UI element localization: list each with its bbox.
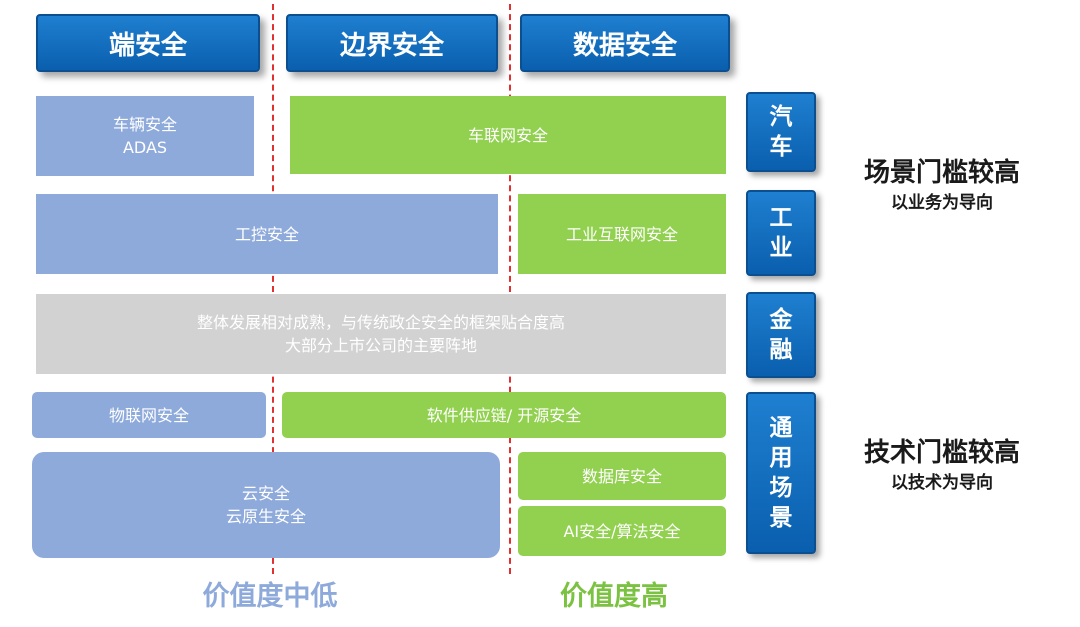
- box-vehicle-line-1: 车辆安全: [112, 115, 177, 134]
- box-iov-security: 车联网安全: [290, 96, 726, 174]
- header-perimeter-security: 边界安全: [286, 14, 498, 72]
- box-vehicle-line-2: ADAS: [122, 138, 168, 157]
- box-iov-label: 车联网安全: [467, 125, 548, 145]
- side-finance-char-2: 融: [769, 337, 793, 363]
- note-scene-title: 场景门槛较高: [863, 158, 1020, 188]
- side-industry-char-1: 工: [769, 205, 793, 231]
- box-supply-label: 软件供应链/ 开源安全: [426, 405, 582, 425]
- side-label-industry: 工 业: [746, 190, 816, 276]
- side-auto-char-2: 车: [769, 134, 793, 160]
- side-label-finance: 金 融: [746, 292, 816, 378]
- box-ai-label: AI安全/算法安全: [563, 521, 681, 541]
- note-scene-subtitle: 以业务为导向: [891, 193, 993, 213]
- note-tech-title: 技术门槛较高: [863, 438, 1020, 468]
- note-tech-subtitle: 以技术为导向: [891, 473, 993, 493]
- box-cloud-line-2: 云原生安全: [225, 507, 306, 526]
- side-general-char-2: 用: [769, 445, 793, 471]
- box-cloud-line-1: 云安全: [241, 484, 290, 503]
- side-general-char-3: 场: [769, 475, 793, 501]
- header-endpoint-security: 端安全: [36, 14, 260, 72]
- side-industry-char-2: 业: [769, 235, 793, 261]
- side-general-char-4: 景: [769, 505, 793, 531]
- header-data-security: 数据安全: [520, 14, 730, 72]
- box-iiot-label: 工业互联网安全: [565, 224, 678, 244]
- separator-left: [272, 4, 274, 574]
- box-ics-security: 工控安全: [36, 194, 498, 274]
- box-iot-label: 物联网安全: [108, 405, 189, 425]
- box-iiot-security: 工业互联网安全: [518, 194, 726, 274]
- side-auto-char-1: 汽: [769, 104, 793, 130]
- side-finance-char-1: 金: [769, 307, 793, 333]
- box-vehicle-security: 车辆安全 ADAS: [36, 96, 254, 176]
- footer-value-high: 价值度高: [560, 581, 668, 612]
- side-general-char-1: 通: [769, 415, 793, 441]
- box-supply-chain-security: 软件供应链/ 开源安全: [282, 392, 726, 438]
- box-ics-label: 工控安全: [234, 224, 299, 244]
- box-finance-line-1: 整体发展相对成熟，与传统政企安全的框架贴合度高: [196, 313, 565, 332]
- side-label-general: 通 用 场 景: [746, 392, 816, 554]
- separator-right: [509, 4, 511, 574]
- box-ai-security: AI安全/算法安全: [518, 506, 726, 556]
- box-cloud-security: 云安全 云原生安全: [32, 452, 500, 558]
- box-database-security: 数据库安全: [518, 452, 726, 500]
- box-db-label: 数据库安全: [581, 466, 662, 486]
- footer-value-low: 价值度中低: [202, 581, 338, 612]
- side-label-auto: 汽 车: [746, 92, 816, 172]
- box-finance-line-2: 大部分上市公司的主要阵地: [284, 336, 477, 355]
- box-iot-security: 物联网安全: [32, 392, 266, 438]
- box-finance-security: 整体发展相对成熟，与传统政企安全的框架贴合度高 大部分上市公司的主要阵地: [36, 294, 726, 374]
